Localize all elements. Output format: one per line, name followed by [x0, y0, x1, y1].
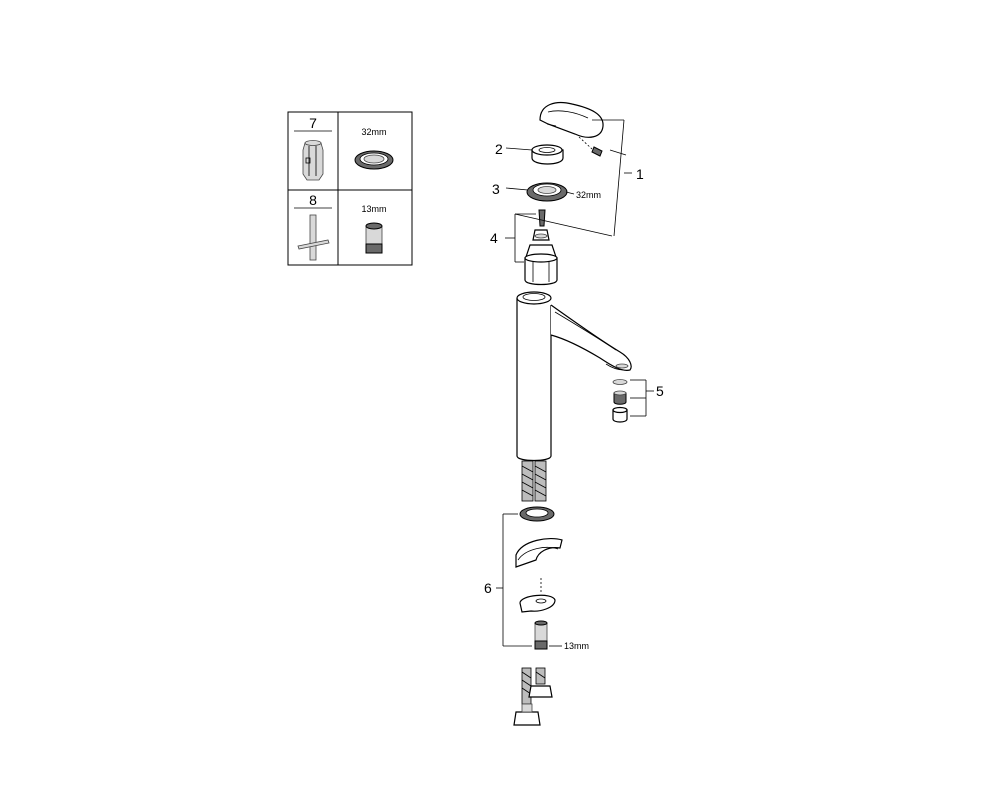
lever-handle — [539, 101, 604, 138]
t-key-tool-icon — [297, 214, 330, 261]
bracket-4 — [505, 213, 536, 263]
ring-nut — [526, 182, 568, 202]
callout-4: 4 — [490, 230, 498, 246]
tap-body — [516, 291, 632, 462]
callout-1: 1 — [636, 166, 644, 182]
callout-6: 6 — [484, 580, 492, 596]
grub-screw — [578, 136, 603, 157]
bracket-1 — [514, 119, 632, 237]
tool-number-7: 7 — [309, 115, 317, 131]
bracket-5 — [630, 379, 654, 417]
dimension-13mm: 13mm — [564, 641, 589, 651]
decor-cap — [531, 144, 564, 165]
supply-hose-bottom — [513, 667, 553, 726]
callout-5: 5 — [656, 383, 664, 399]
tool-size-32mm: 32mm — [361, 127, 386, 137]
cartridge-tool-icon — [302, 140, 324, 181]
leader-2 — [505, 147, 533, 151]
ring-nut-icon — [354, 150, 394, 170]
cartridge-assembly — [524, 209, 558, 286]
supply-hose-top — [521, 460, 547, 502]
bracket-6 — [496, 513, 532, 647]
hex-socket-icon — [365, 222, 383, 254]
leader-3 — [505, 187, 575, 195]
aerator-set — [612, 379, 628, 423]
tool-size-13mm: 13mm — [361, 204, 386, 214]
callout-2: 2 — [495, 141, 503, 157]
callout-3: 3 — [492, 181, 500, 197]
tool-table: 7 32mm 8 13mm — [287, 111, 413, 266]
dimension-32mm: 32mm — [576, 190, 601, 200]
tool-number-8: 8 — [309, 192, 317, 208]
tool-table-frame — [287, 111, 413, 266]
mounting-kit — [515, 506, 563, 650]
